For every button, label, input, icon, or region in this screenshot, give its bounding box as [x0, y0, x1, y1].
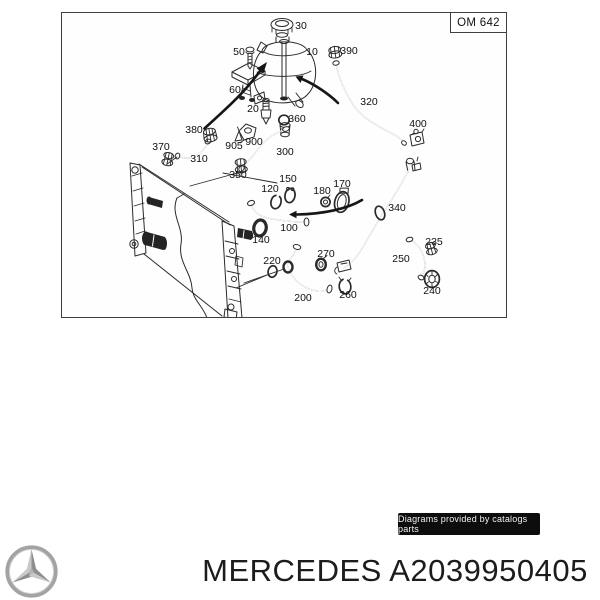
brand-part-number-text: MERCEDES A2039950405 [202, 553, 588, 588]
engine-code-text: OM 642 [457, 16, 500, 29]
pointer-arrows [203, 62, 364, 219]
ring-220-drawing [267, 264, 278, 279]
expansion-tank-drawing [231, 18, 317, 138]
clamp-150-drawing [284, 186, 296, 204]
valve-900-drawing [238, 123, 257, 144]
clamp-180-drawing [320, 194, 331, 208]
clamp-390-drawing [328, 45, 343, 59]
mercedes-logo-icon [5, 545, 58, 598]
diagram-frame: OM 642 [61, 12, 507, 318]
hose-320-drawing [332, 60, 407, 146]
pipe-340-drawing [334, 156, 422, 275]
clamp-270-drawing [315, 255, 328, 272]
clamp-235-drawing [424, 241, 438, 256]
ring-120-drawing [270, 194, 282, 210]
clamp-260-drawing [338, 276, 352, 295]
leader-lines [166, 156, 285, 289]
holder-400-drawing [409, 128, 425, 147]
grommet-380-drawing [202, 127, 218, 143]
cap-240-drawing [423, 269, 441, 289]
hose-100-drawing [247, 199, 310, 227]
clamp-350-drawing [234, 158, 248, 174]
watermark-text: Diagrams provided by catalogs parts [398, 514, 528, 534]
hose-200-drawing [282, 243, 333, 294]
watermark-badge: Diagrams provided by catalogs parts [398, 513, 540, 535]
parts-diagram-drawing [129, 18, 441, 317]
engine-code-box: OM 642 [450, 12, 507, 33]
ring-140-drawing [252, 218, 268, 238]
radiator-drawing [129, 162, 254, 317]
cone-905-drawing [234, 126, 243, 142]
hose-310-drawing [174, 138, 212, 160]
clamp-370-drawing [161, 151, 175, 167]
hose-250-drawing [405, 236, 426, 281]
